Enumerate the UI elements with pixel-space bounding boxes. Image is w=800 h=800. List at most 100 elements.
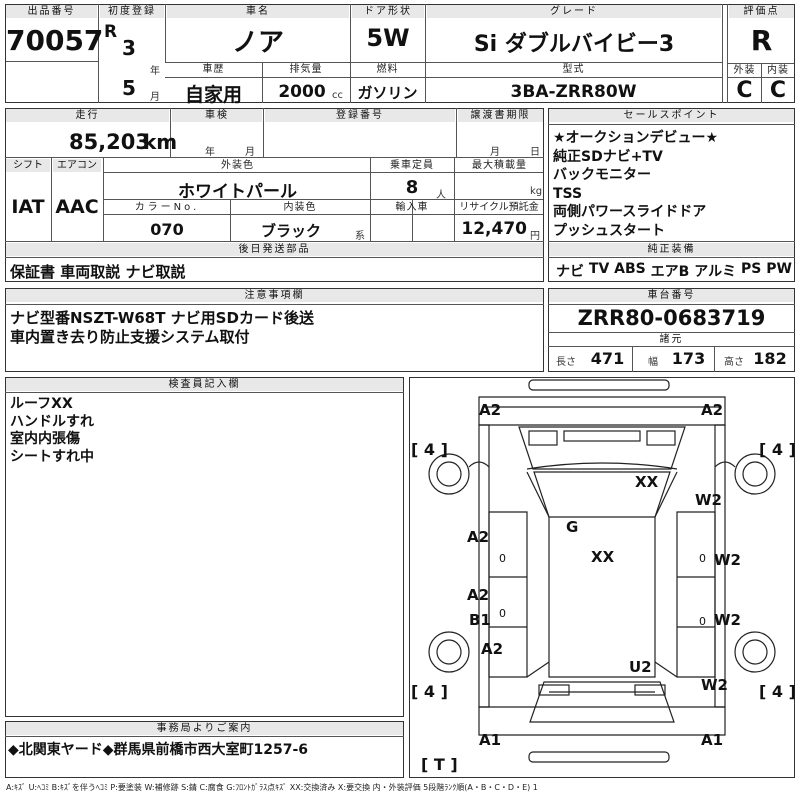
- transfer-day-unit: 日: [530, 147, 540, 158]
- spare-tire-mark: [ T ]: [421, 755, 458, 774]
- equipment-item: アルミ: [694, 264, 737, 280]
- ac: AAC: [55, 196, 99, 218]
- max-load-header: 最大積載量: [472, 160, 527, 171]
- sales-point-line: バックモニター: [553, 167, 651, 183]
- office-header: 事務局よりご案内: [6, 722, 403, 735]
- era-letter: R: [104, 22, 118, 42]
- car-name-header: 車名: [167, 5, 349, 18]
- grade: Si ダブルバイビー3: [473, 32, 675, 57]
- sales-point-line: ★オークションデビュー★: [553, 130, 719, 146]
- score: R: [750, 24, 773, 57]
- sales-points-list: ★オークションデビュー★ 純正SDナビ+TV バックモニター TSS 両側パワー…: [553, 129, 793, 240]
- model-code-header: 型式: [562, 64, 585, 75]
- inspector-line: シートすれ中: [10, 448, 94, 465]
- sales-point-line: 純正SDナビ+TV: [553, 148, 663, 165]
- inspection-header: 車検: [172, 109, 262, 122]
- transfer-header: 譲渡書期限: [458, 109, 543, 122]
- later-parts-header: 後日発送部品: [6, 243, 543, 256]
- interior-grade-header: 内装: [767, 65, 789, 76]
- mark-roof: XX: [635, 473, 659, 491]
- mark-a2-front-left: A2: [479, 401, 501, 419]
- shift: IAT: [11, 196, 45, 218]
- notes-section: [5, 288, 544, 372]
- sales-point-line: 両側パワースライドドア: [553, 204, 707, 220]
- ac-header: エアコン: [53, 159, 101, 172]
- score-header: 評価点: [729, 5, 794, 18]
- mark-a1-rear-right: A1: [701, 731, 723, 749]
- inspector-notes: ルーフXX ハンドルすれ 室内内張傷 シートすれ中: [10, 396, 390, 466]
- equipment-item: ナビ: [556, 264, 584, 280]
- right-door-shape: [676, 511, 716, 678]
- transfer-month-unit: 月: [490, 147, 500, 158]
- mark-w2-right-rear-door: W2: [714, 611, 741, 629]
- mark-w2-right-quarter: W2: [701, 676, 728, 694]
- front-bumper-shape: [528, 379, 670, 391]
- office-address: ◆北関東ヤード◆群馬県前橋市西大室町1257-6: [8, 742, 309, 758]
- height: 182: [753, 349, 787, 368]
- mileage-unit: km: [143, 130, 178, 154]
- reg-year: 3: [122, 36, 136, 60]
- chassis-header: 車台番号: [549, 289, 794, 302]
- wheel-rl-shape: [428, 631, 470, 673]
- history-header: 車歴: [202, 64, 225, 75]
- spec-header: 諸元: [549, 333, 794, 346]
- length-label: 長さ: [556, 357, 576, 368]
- recycle-fee: 12,470: [461, 219, 527, 239]
- later-parts: 保証書 車両取説 ナビ取説: [10, 263, 186, 281]
- shift-header: シフト: [6, 159, 50, 172]
- header-section: [5, 4, 795, 103]
- equipment-list: ナビ TV ABS エアB アルミ PS PW: [556, 261, 792, 281]
- inspector-section: [5, 377, 404, 717]
- first-reg-header: 初度登録: [100, 5, 164, 18]
- car-name: ノア: [231, 28, 284, 58]
- mark-a2-left-rear-door: A2: [467, 586, 489, 604]
- wheel-fr-shape: [734, 453, 776, 495]
- reg-month: 5: [122, 76, 136, 100]
- sales-points-header: セールスポイント: [549, 109, 794, 122]
- tire-rr-mark: [ 4 ]: [759, 682, 795, 701]
- rear-bumper-shape: [528, 751, 670, 763]
- ext-color: ホワイトパール: [178, 182, 297, 202]
- displacement: 2000: [278, 82, 326, 102]
- inspector-header: 検査員記入欄: [6, 378, 403, 391]
- equipment-item: ABS: [614, 261, 646, 277]
- width: 173: [671, 349, 706, 368]
- mark-w2-fender-right: W2: [695, 491, 722, 509]
- mark-u2-rear: U2: [629, 658, 652, 676]
- rear-glass-shape: [529, 681, 675, 723]
- car-diagram: A2 A2 [ 4 ] [ 4 ] XX W2 G A2 XX W2 0 0 A…: [411, 379, 795, 774]
- equipment-header: 純正装備: [549, 243, 794, 256]
- mark-g-windshield: G: [566, 518, 578, 536]
- door-type: 5W: [366, 24, 410, 52]
- month-unit: 月: [150, 92, 160, 103]
- door-header: ドア形状: [352, 5, 424, 18]
- tire-fl-mark: [ 4 ]: [411, 440, 448, 459]
- equipment-item: エアB: [650, 264, 690, 280]
- damage-diagram-section: [409, 377, 795, 778]
- mileage: 85,203: [68, 130, 150, 154]
- displacement-header: 排気量: [289, 64, 323, 75]
- chassis-section: [548, 288, 795, 372]
- equipment-item: PW: [766, 261, 792, 277]
- recycle-header: リサイクル預託金: [459, 202, 539, 213]
- inspector-line: ルーフXX: [10, 396, 73, 412]
- rear-panel-shape: [478, 706, 726, 736]
- inspector-line: 室内内張傷: [10, 431, 80, 447]
- interior-grade: C: [769, 78, 787, 103]
- color-no-header: カラーNo.: [134, 202, 200, 213]
- int-color-header: 内装色: [283, 202, 317, 213]
- sales-point-line: プッシュスタート: [553, 222, 665, 239]
- lot-number: 70057: [6, 24, 104, 57]
- damage-legend: A:ｷｽﾞ U:ﾍｺﾐ B:ｷｽﾞを伴うﾍｺﾐ P:要塗装 W:補修跡 S:錆 …: [6, 783, 538, 792]
- chassis-number: ZRR80-0683719: [577, 306, 766, 330]
- plate-header: 登録番号: [265, 109, 455, 122]
- body-outline-shape: [478, 424, 726, 708]
- displacement-unit: cc: [332, 90, 343, 101]
- mark-a1-rear-left: A1: [479, 731, 501, 749]
- mark-xx-center: XX: [591, 548, 615, 566]
- length: 471: [590, 349, 625, 368]
- mark-a2-left-front-door: A2: [467, 528, 489, 546]
- exterior-grade-header: 外装: [733, 65, 756, 76]
- notes-text: ナビ型番NSZT-W68T ナビ用SDカード後送 車内置き去り防止支援システム取…: [10, 309, 540, 347]
- int-color: ブラック: [260, 222, 321, 240]
